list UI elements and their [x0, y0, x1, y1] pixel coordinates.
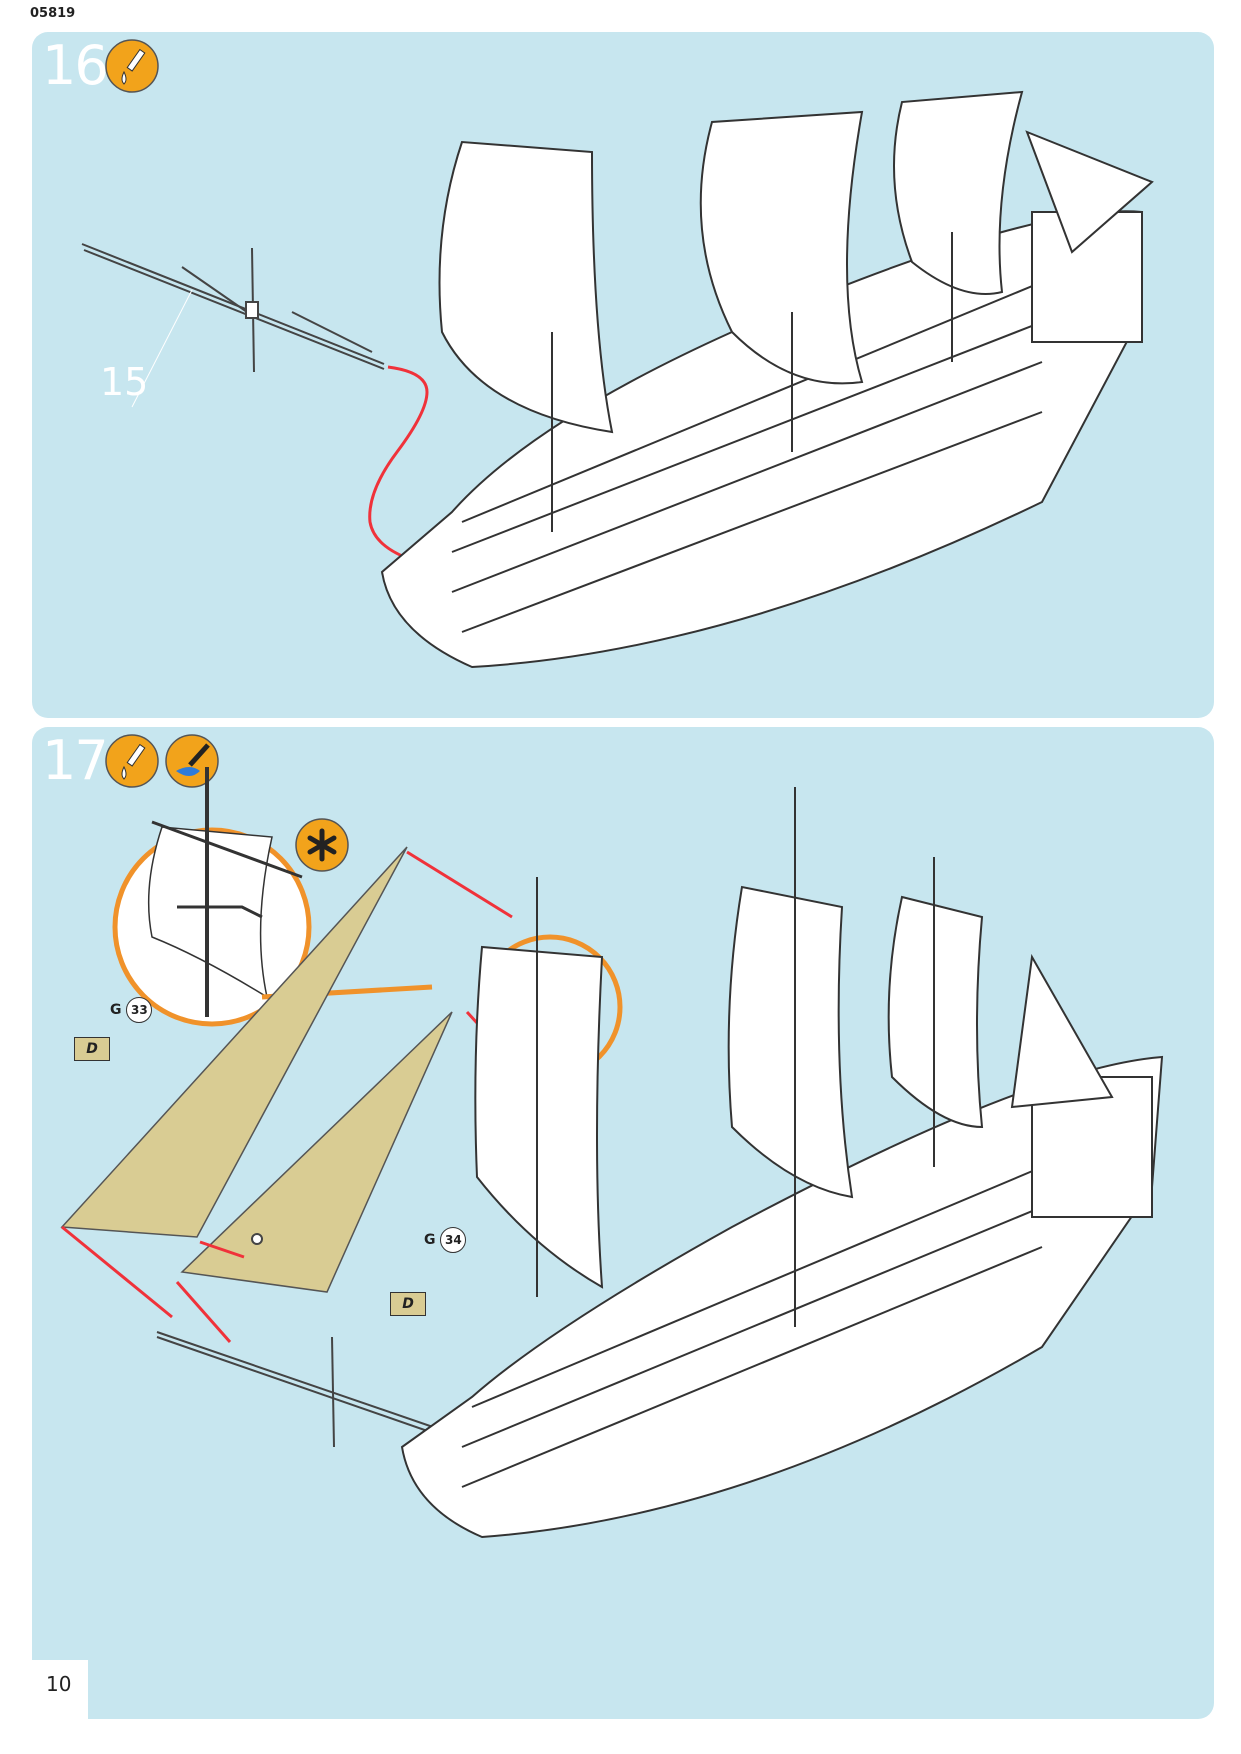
decal-flag-34: D — [390, 1292, 426, 1316]
part-prefix: G — [110, 1002, 122, 1018]
step-16-panel: 16 — [32, 32, 1214, 718]
detail-magnifier — [112, 767, 433, 1027]
sails — [474, 787, 1114, 1327]
part-label-33: G 33 — [110, 997, 153, 1023]
sail-part-34 — [180, 1011, 453, 1293]
document-code: 05819 — [30, 6, 76, 21]
part-prefix: G — [424, 1232, 436, 1248]
step-number: 17 — [42, 729, 109, 792]
bowsprit-part — [81, 243, 385, 373]
decal-flag-33: D — [74, 1037, 110, 1061]
step-17-panel: 17 — [32, 727, 1214, 1719]
sails — [438, 90, 1154, 532]
assembly-arrow — [368, 365, 473, 574]
paint-brush-icon — [165, 734, 219, 788]
asterisk-icon — [295, 818, 349, 872]
page-tab — [0, 1660, 88, 1720]
step-16-illustration — [81, 39, 1154, 669]
part-number-33: 33 — [126, 997, 153, 1023]
page-number: 10 — [46, 1672, 72, 1696]
glue-icon — [105, 734, 159, 788]
step-number: 16 — [42, 34, 109, 97]
part-number-15: 15 — [100, 360, 149, 404]
glue-icon — [105, 39, 159, 93]
part-label-34: G 34 — [424, 1227, 467, 1253]
part-number-34: 34 — [440, 1227, 467, 1253]
bowsprit-part — [156, 1233, 463, 1448]
sail-part-33 — [60, 846, 408, 1238]
part-leader-line — [131, 289, 193, 408]
step-17-illustration — [60, 734, 1164, 1539]
